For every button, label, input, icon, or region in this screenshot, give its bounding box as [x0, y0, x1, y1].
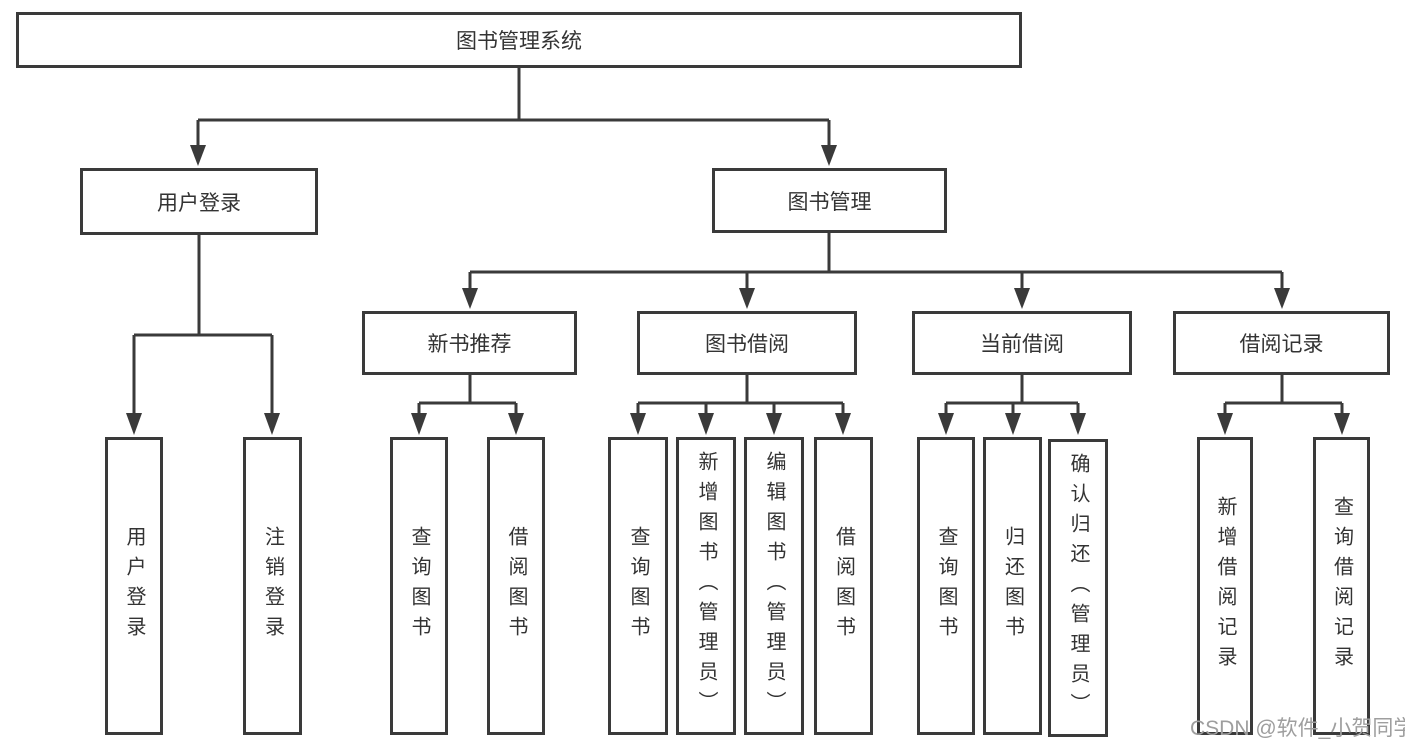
node-current-borrowing: 当前借阅: [912, 311, 1132, 375]
node-borrow-query-books: 查询图书: [608, 437, 668, 735]
node-recommend-query-books: 查询图书: [390, 437, 448, 735]
node-label: 借阅记录: [1239, 333, 1324, 356]
node-label: 借阅图书: [505, 526, 527, 646]
node-label: 用户登录: [123, 526, 145, 646]
node-label: 新增图书（管理员）: [695, 451, 717, 721]
node-book-borrowing: 图书借阅: [637, 311, 857, 375]
node-label: 当前借阅: [980, 333, 1064, 356]
node-label: 图书管理系统: [456, 30, 582, 53]
node-label: 图书管理: [787, 190, 872, 214]
node-label: 查询图书: [935, 526, 957, 646]
node-label: 编辑图书（管理员）: [763, 451, 785, 721]
node-return-books: 归还图书: [983, 437, 1042, 735]
node-label: 新增借阅记录: [1214, 496, 1236, 676]
node-label: 查询图书: [627, 526, 649, 646]
node-user-login-leaf: 用户登录: [105, 437, 163, 735]
node-borrow-books: 借阅图书: [814, 437, 873, 735]
node-label: 新书推荐: [427, 333, 512, 356]
node-label: 归还图书: [1001, 526, 1024, 646]
node-logout: 注销登录: [243, 437, 302, 735]
node-label: 查询借阅记录: [1330, 496, 1353, 676]
node-confirm-return-admin: 确认归还（管理员）: [1048, 439, 1108, 737]
node-query-borrow-record: 查询借阅记录: [1313, 437, 1370, 735]
node-add-borrow-record: 新增借阅记录: [1197, 437, 1253, 735]
node-user-login: 用户登录: [80, 168, 318, 235]
node-label: 确认归还（管理员）: [1067, 453, 1089, 723]
node-recommend-borrow-books: 借阅图书: [487, 437, 545, 735]
node-current-query-books: 查询图书: [917, 437, 975, 735]
node-library-management-system: 图书管理系统: [16, 12, 1022, 68]
node-edit-books-admin: 编辑图书（管理员）: [744, 437, 804, 735]
node-new-book-recommendation: 新书推荐: [362, 311, 577, 375]
node-add-books-admin: 新增图书（管理员）: [676, 437, 736, 735]
node-label: 用户登录: [157, 191, 241, 215]
node-label: 查询图书: [408, 526, 430, 646]
node-borrowing-records: 借阅记录: [1173, 311, 1390, 375]
node-label: 注销登录: [261, 526, 284, 646]
node-label: 借阅图书: [832, 526, 855, 646]
watermark: CSDN @软件_小贺同学: [1190, 717, 1405, 740]
node-label: 图书借阅: [705, 333, 789, 356]
node-book-management: 图书管理: [712, 168, 947, 233]
